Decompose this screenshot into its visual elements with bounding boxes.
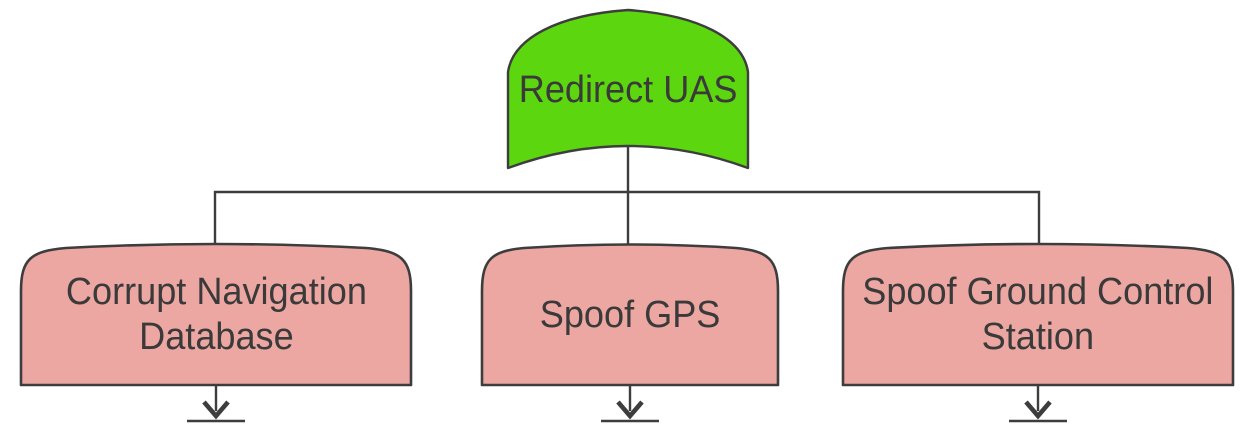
child-node-corrupt-navigation-database[interactable]: Corrupt Navigation Database — [21, 245, 411, 385]
continuation-arrow-right — [1009, 385, 1067, 423]
child-node-label: Spoof Ground Control Station — [862, 271, 1214, 358]
child-node-label: Spoof GPS — [539, 293, 721, 336]
arrow-down-icon — [616, 400, 644, 420]
child-node-spoof-gps[interactable]: Spoof GPS — [482, 245, 778, 385]
root-node-shape[interactable] — [506, 8, 750, 170]
child-node-shape-corrupt-navigation-database[interactable] — [19, 242, 413, 387]
child-node-shape-spoof-gps[interactable] — [480, 243, 780, 387]
arrow-down-icon — [202, 400, 230, 420]
child-node-spoof-ground-control-station[interactable]: Spoof Ground Control Station — [843, 245, 1233, 385]
root-node-redirect-uas[interactable]: Redirect UAS — [508, 10, 748, 170]
arrow-down-icon — [1024, 400, 1052, 420]
child-node-label: Corrupt Navigation Database — [65, 271, 367, 358]
continuation-arrow-middle — [601, 385, 659, 423]
root-node-label: Redirect UAS — [518, 68, 738, 111]
continuation-arrow-left — [187, 385, 245, 423]
child-node-shape-spoof-ground-control-station[interactable] — [841, 242, 1235, 387]
